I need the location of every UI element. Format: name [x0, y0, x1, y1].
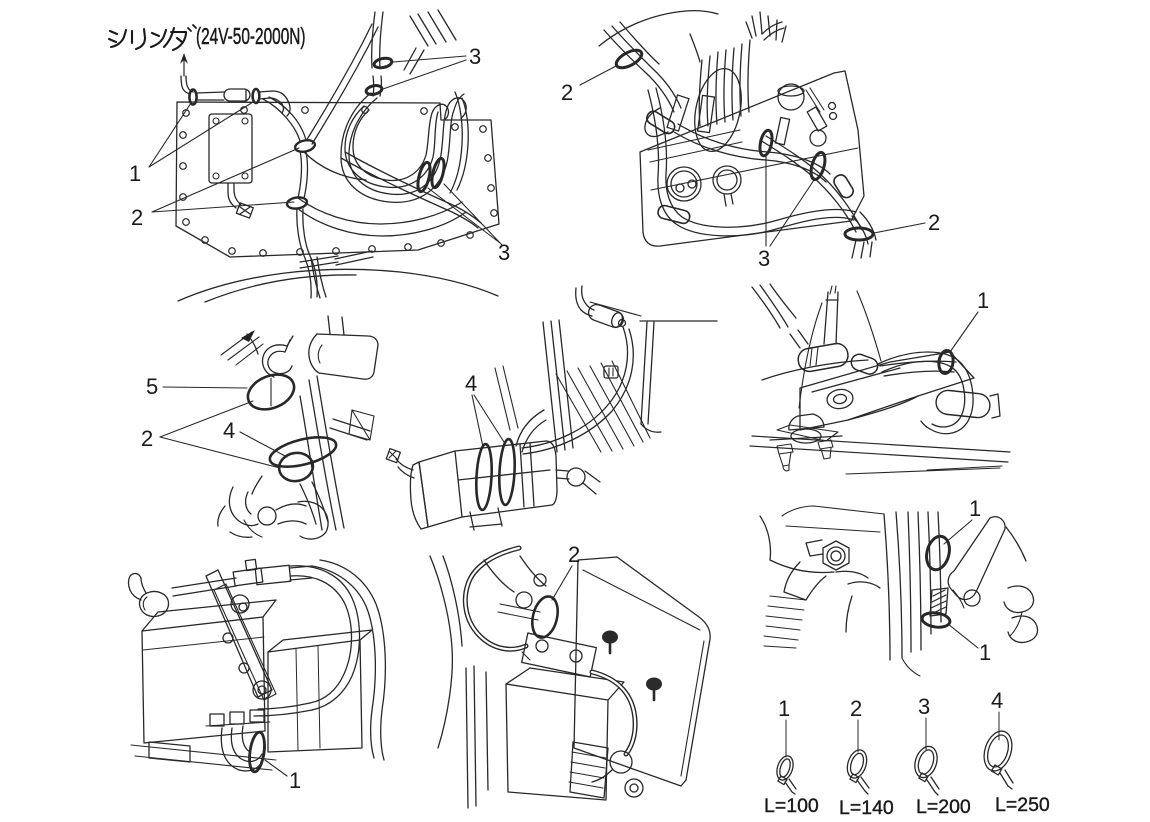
svg-text:L=200: L=200	[916, 796, 971, 818]
svg-text:3: 3	[469, 44, 481, 69]
svg-text:4: 4	[991, 688, 1003, 713]
svg-text:L=250: L=250	[995, 794, 1050, 816]
svg-text:1: 1	[977, 288, 989, 313]
svg-text:2: 2	[141, 426, 153, 451]
svg-text:3: 3	[758, 246, 770, 271]
svg-text:3: 3	[498, 240, 510, 265]
svg-text:1: 1	[969, 496, 981, 521]
svg-text:4: 4	[465, 371, 477, 396]
svg-text:1: 1	[778, 696, 790, 721]
svg-text:2: 2	[928, 210, 940, 235]
svg-text:5: 5	[146, 374, 158, 399]
svg-text:4: 4	[223, 418, 235, 443]
svg-text:3: 3	[918, 694, 930, 719]
svg-text:L=140: L=140	[839, 797, 894, 819]
svg-text:2: 2	[561, 80, 573, 105]
svg-text:1: 1	[289, 768, 301, 793]
svg-text:2: 2	[850, 696, 862, 721]
svg-text:1: 1	[979, 640, 991, 665]
svg-text:2: 2	[568, 542, 580, 567]
svg-text:L=100: L=100	[764, 795, 819, 817]
svg-text:(24V-50-2000N): (24V-50-2000N)	[196, 24, 306, 50]
svg-text:1: 1	[129, 161, 141, 186]
svg-text:2: 2	[131, 205, 143, 230]
